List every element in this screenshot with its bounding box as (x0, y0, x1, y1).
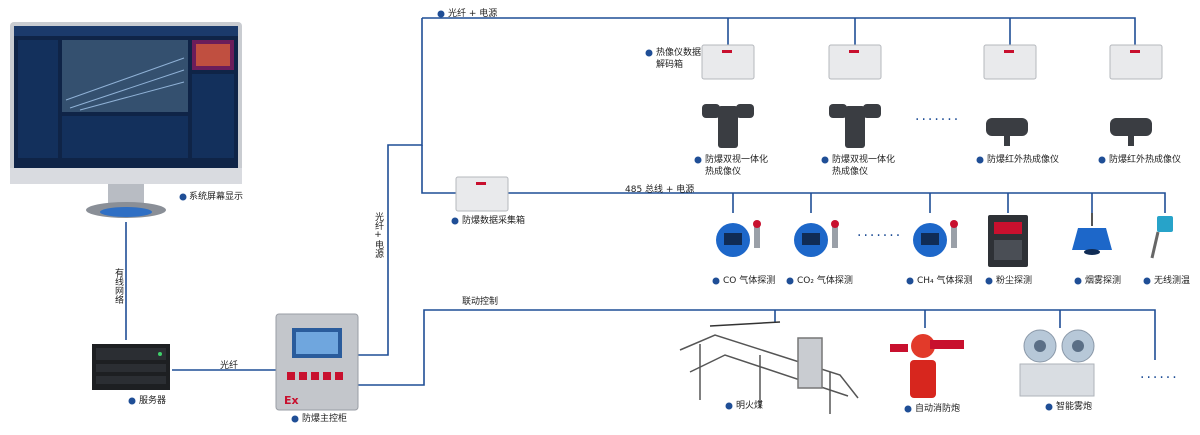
server-label: 服务器 (139, 396, 167, 406)
top-bus-label: 光纤 + 电源 (448, 9, 498, 19)
main-cabinet-label: 防爆主控柜 (302, 414, 348, 424)
monitor-icon (10, 22, 242, 218)
dust-detector-icon (988, 215, 1028, 267)
decoder-label: 热像仪数据 解码箱 (656, 48, 702, 70)
ellipsis-cameras: ······· (915, 112, 961, 128)
cabinet-ex-mark: Ex (284, 394, 299, 407)
linkage-label: 联动控制 (462, 297, 499, 307)
collector-label: 防爆数据采集箱 (462, 216, 526, 226)
dust-label: 粉尘探测 (996, 276, 1033, 286)
linkage-line (358, 309, 1156, 386)
ellipsis-linkage: ······ (1140, 370, 1179, 386)
rs485-bus-label: 485 总线 + 电源 (625, 185, 695, 195)
smoke-detector-icon (1072, 213, 1112, 255)
ir-camera-icon-1 (986, 118, 1028, 146)
fiber-trunk-line (358, 18, 423, 356)
server-icon (92, 344, 170, 390)
fog-cannon-icon (1019, 329, 1095, 397)
dual-camera-icon-1 (702, 104, 754, 148)
top-bus-line (422, 17, 1136, 45)
ir-camera-icon-2 (1110, 118, 1152, 146)
rs485-bus-line (508, 192, 1166, 213)
co-label: CO 气体探测 (723, 276, 776, 286)
fire-cannon-icon (890, 334, 964, 398)
cam1-label: 防爆双视一体化 热成像仪 (705, 155, 769, 177)
fog-cannon-label: 智能雾炮 (1056, 402, 1093, 412)
cam2-label: 防爆双视一体化 热成像仪 (832, 155, 896, 177)
ellipsis-detectors: ······· (857, 228, 903, 244)
dual-camera-icon-2 (829, 104, 881, 148)
decoder-box-icons (701, 44, 1163, 80)
open-fire-label: 明火煤 (736, 401, 764, 411)
co2-label: CO₂ 气体探测 (797, 276, 853, 286)
ch4-label: CH₄ 气体探测 (917, 276, 973, 286)
node-bullets (128, 10, 1151, 423)
connection-lines (125, 17, 1166, 386)
fiber-server-label: 光纤 (220, 361, 239, 371)
wired-network-label: 有线网络 (113, 268, 123, 304)
fiber-vertical-label: 光纤+电源 (373, 212, 383, 258)
cam4-label: 防爆红外热成像仪 (1109, 155, 1182, 165)
cam3-label: 防爆红外热成像仪 (987, 155, 1060, 165)
main-cabinet-icon (275, 313, 359, 411)
gas-detector-icons (716, 220, 958, 257)
temp-label: 无线测温 (1154, 276, 1191, 286)
monitor-label: 系统屏幕显示 (189, 192, 244, 202)
collector-branch-line (421, 145, 456, 194)
wireless-temp-icon (1150, 216, 1173, 259)
collector-box-icon (455, 176, 509, 212)
smoke-label: 烟雾探测 (1085, 276, 1122, 286)
fire-cannon-label: 自动消防炮 (915, 404, 961, 414)
conveyor-icon (679, 321, 859, 414)
